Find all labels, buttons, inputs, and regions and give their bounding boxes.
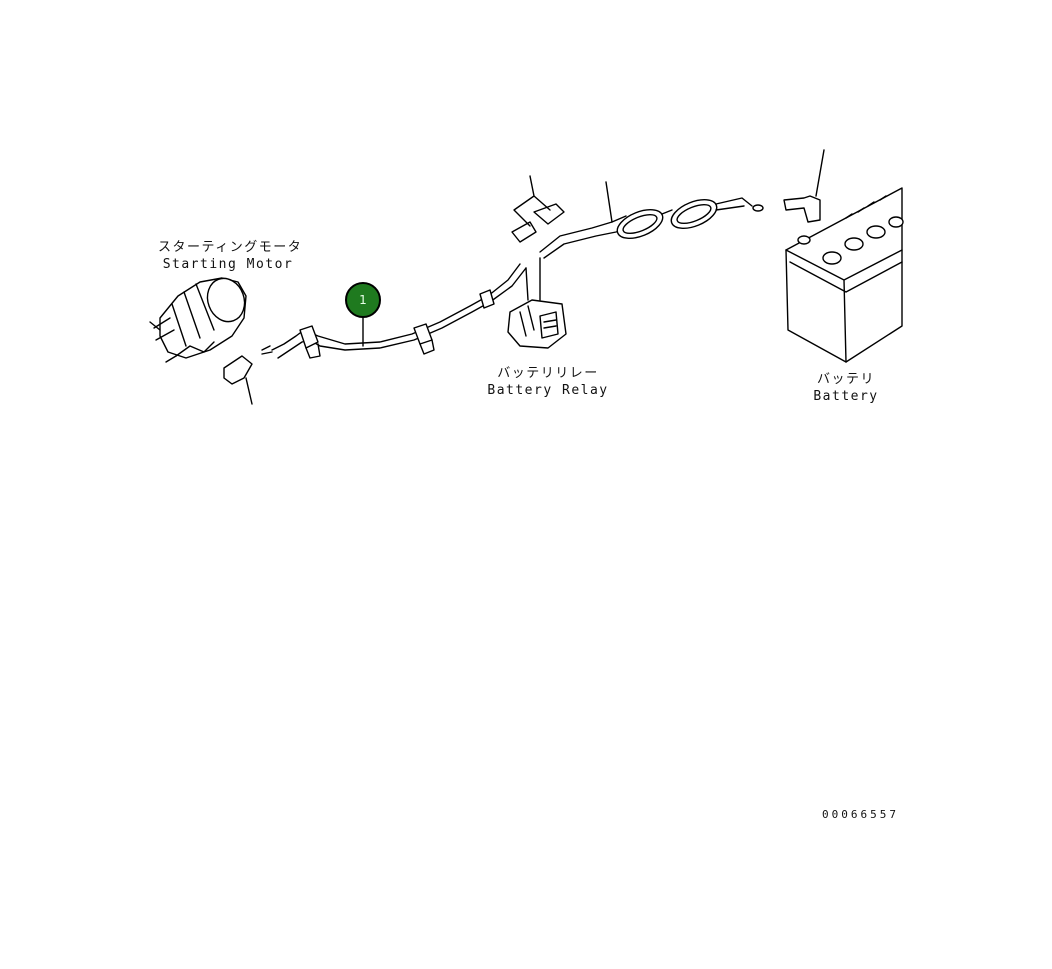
cable-assembly-1 <box>261 263 527 359</box>
callout-number: 1 <box>359 293 367 307</box>
starting-motor-label-jp: スターティングモータ <box>158 240 303 255</box>
figure-number: 00066557 <box>822 808 899 821</box>
battery-relay-label-jp: バッテリリレー <box>497 366 599 381</box>
battery-label-jp: バッテリ <box>816 372 875 387</box>
battery-relay-drawing <box>507 175 764 349</box>
battery-relay-label-en: Battery Relay <box>487 383 609 398</box>
starting-motor-drawing <box>149 277 253 405</box>
battery-label-en: Battery <box>813 389 879 404</box>
starting-motor-label-en: Starting Motor <box>162 257 294 272</box>
battery-drawing <box>783 149 904 363</box>
callout-part-1[interactable]: 1 <box>345 282 381 318</box>
